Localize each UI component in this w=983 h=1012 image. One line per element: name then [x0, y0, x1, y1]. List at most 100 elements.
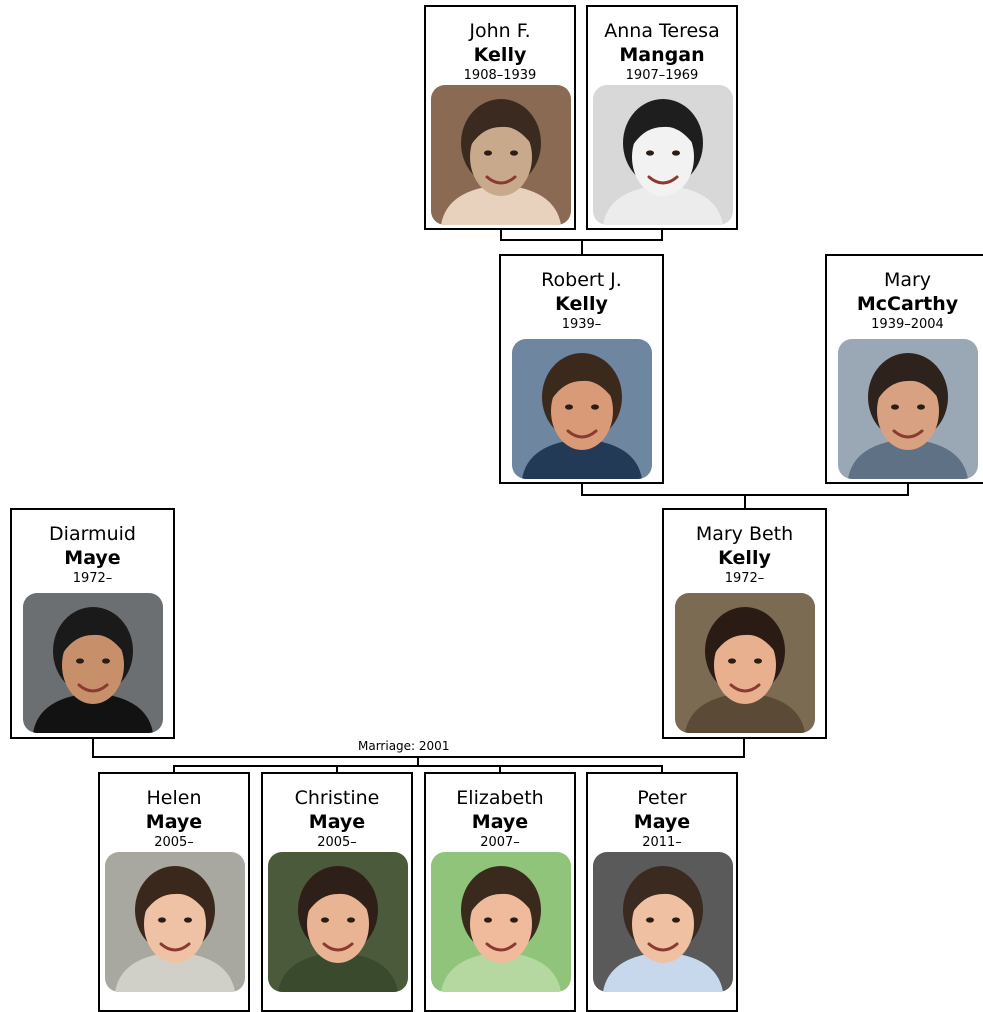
given-name: Robert J. [541, 269, 622, 291]
photo-eye [347, 917, 355, 923]
connector-line [417, 756, 419, 766]
connector-line [173, 765, 175, 774]
photo-shoulders [603, 185, 723, 225]
photo-eye [321, 917, 329, 923]
surname: Maye [633, 811, 691, 833]
photo-shoulders [33, 693, 153, 733]
person-card-john-kelly[interactable]: John F. Kelly 1908–1939 [424, 5, 576, 230]
photo-smile [566, 429, 598, 439]
photo-smile [892, 429, 924, 439]
person-card-christine-maye[interactable]: Christine Maye 2005– [261, 772, 413, 1012]
portrait-image [431, 85, 571, 225]
portrait-photo [593, 85, 733, 225]
person-card-helen-maye[interactable]: Helen Maye 2005– [98, 772, 250, 1012]
surname: McCarthy [856, 293, 959, 315]
photo-eye [510, 150, 518, 156]
photo-smile [485, 942, 517, 952]
photo-shoulders [603, 952, 723, 992]
connector-line [661, 228, 663, 241]
photo-shoulders [441, 952, 561, 992]
photo-smile [485, 175, 517, 185]
photo-fringe [552, 365, 613, 399]
photo-face [470, 885, 532, 963]
photo-eye [646, 917, 654, 923]
given-name: Helen [146, 787, 202, 809]
photo-eye [891, 404, 899, 410]
person-card-anna-mangan[interactable]: Anna Teresa Mangan 1907–1969 [586, 5, 738, 230]
connector-line [499, 765, 501, 774]
surname: Maye [64, 547, 121, 569]
photo-smile [729, 683, 761, 693]
photo-smile [647, 942, 679, 952]
photo-smile [647, 175, 679, 185]
connector-line [907, 482, 909, 496]
photo-smile [322, 942, 354, 952]
photo-shoulders [441, 185, 561, 225]
portrait-photo [593, 852, 733, 992]
portrait-photo [105, 852, 245, 992]
connector-line [581, 482, 583, 496]
life-years: 1939–2004 [871, 317, 944, 332]
connector-line [92, 737, 94, 758]
photo-eye [728, 658, 736, 664]
photo-face [62, 626, 124, 704]
life-years: 2011– [642, 835, 682, 850]
life-years: 2005– [154, 835, 194, 850]
portrait-image [268, 852, 408, 992]
portrait-image [105, 852, 245, 992]
portrait-image [512, 339, 652, 479]
connector-line [500, 228, 502, 241]
photo-eye [184, 917, 192, 923]
surname: Kelly [473, 44, 527, 66]
photo-eye [484, 150, 492, 156]
person-card-robert-kelly[interactable]: Robert J. Kelly 1939– [499, 254, 664, 484]
portrait-image [838, 339, 978, 479]
connector-line [336, 765, 338, 774]
marriage-label: Marriage: 2001 [356, 739, 452, 753]
photo-eye [672, 150, 680, 156]
photo-eye [510, 917, 518, 923]
life-years: 1907–1969 [625, 68, 699, 83]
portrait-image [593, 85, 733, 225]
photo-fringe [471, 878, 532, 912]
surname: Mangan [619, 44, 705, 66]
photo-face [632, 118, 694, 196]
photo-smile [77, 683, 109, 693]
photo-eye [76, 658, 84, 664]
life-years: 2005– [317, 835, 357, 850]
person-card-marybeth-kelly[interactable]: Mary Beth Kelly 1972– [662, 508, 827, 739]
photo-eye [917, 404, 925, 410]
portrait-photo [512, 339, 652, 479]
portrait-image [593, 852, 733, 992]
given-name: Diarmuid [49, 523, 136, 545]
photo-shoulders [848, 439, 968, 479]
person-card-diarmuid-maye[interactable]: Diarmuid Maye 1972– [10, 508, 175, 739]
given-name: Anna Teresa [604, 20, 720, 42]
photo-eye [158, 917, 166, 923]
photo-face [144, 885, 206, 963]
given-name: Mary [883, 269, 932, 291]
portrait-photo [838, 339, 978, 479]
portrait-image [23, 593, 163, 733]
photo-smile [159, 942, 191, 952]
portrait-photo [431, 852, 571, 992]
portrait-photo [431, 85, 571, 225]
given-name: John F. [469, 20, 531, 42]
photo-fringe [878, 365, 939, 399]
photo-shoulders [685, 693, 805, 733]
given-name: Mary Beth [695, 523, 794, 545]
photo-eye [672, 917, 680, 923]
photo-fringe [63, 619, 124, 653]
photo-face [551, 372, 613, 450]
connector-line [581, 239, 583, 256]
person-card-mary-mccarthy[interactable]: Mary McCarthy 1939–2004 [825, 254, 983, 484]
photo-fringe [633, 878, 694, 912]
portrait-photo [675, 593, 815, 733]
photo-shoulders [115, 952, 235, 992]
person-card-elizabeth-maye[interactable]: Elizabeth Maye 2007– [424, 772, 576, 1012]
person-card-peter-maye[interactable]: Peter Maye 2011– [586, 772, 738, 1012]
photo-face [470, 118, 532, 196]
connector-line [173, 765, 663, 767]
surname: Maye [471, 811, 529, 833]
